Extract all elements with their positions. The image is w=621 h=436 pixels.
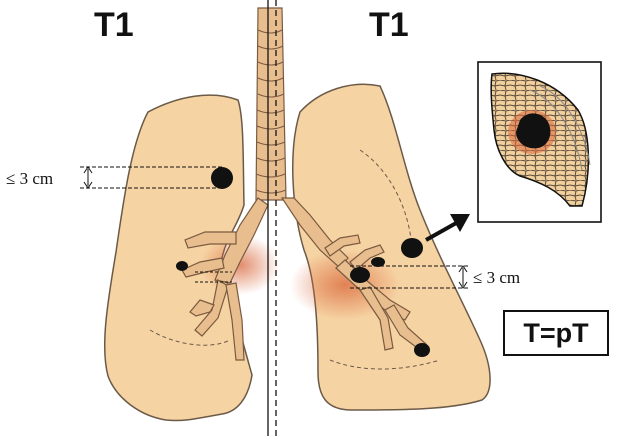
stage-label-left: T1 bbox=[94, 6, 134, 44]
arrow-right-up-icon bbox=[425, 214, 470, 242]
inset-panel bbox=[477, 61, 602, 223]
inset-tumor bbox=[516, 113, 551, 149]
left-bronchus bbox=[181, 197, 269, 361]
equation-text: T=pT bbox=[523, 317, 589, 348]
stage-label-right: T1 bbox=[369, 6, 409, 44]
trachea bbox=[255, 7, 287, 201]
size-label-left: ≤ 3 cm bbox=[6, 169, 54, 188]
left-dimension bbox=[80, 166, 222, 189]
tumor-left bbox=[211, 167, 233, 189]
right-dimension bbox=[350, 265, 470, 289]
midline-divider bbox=[267, 0, 277, 436]
size-label-right: ≤ 3 cm bbox=[473, 268, 521, 287]
tumor-right bbox=[401, 238, 423, 258]
t-equals-pt-box: T=pT bbox=[503, 310, 609, 356]
